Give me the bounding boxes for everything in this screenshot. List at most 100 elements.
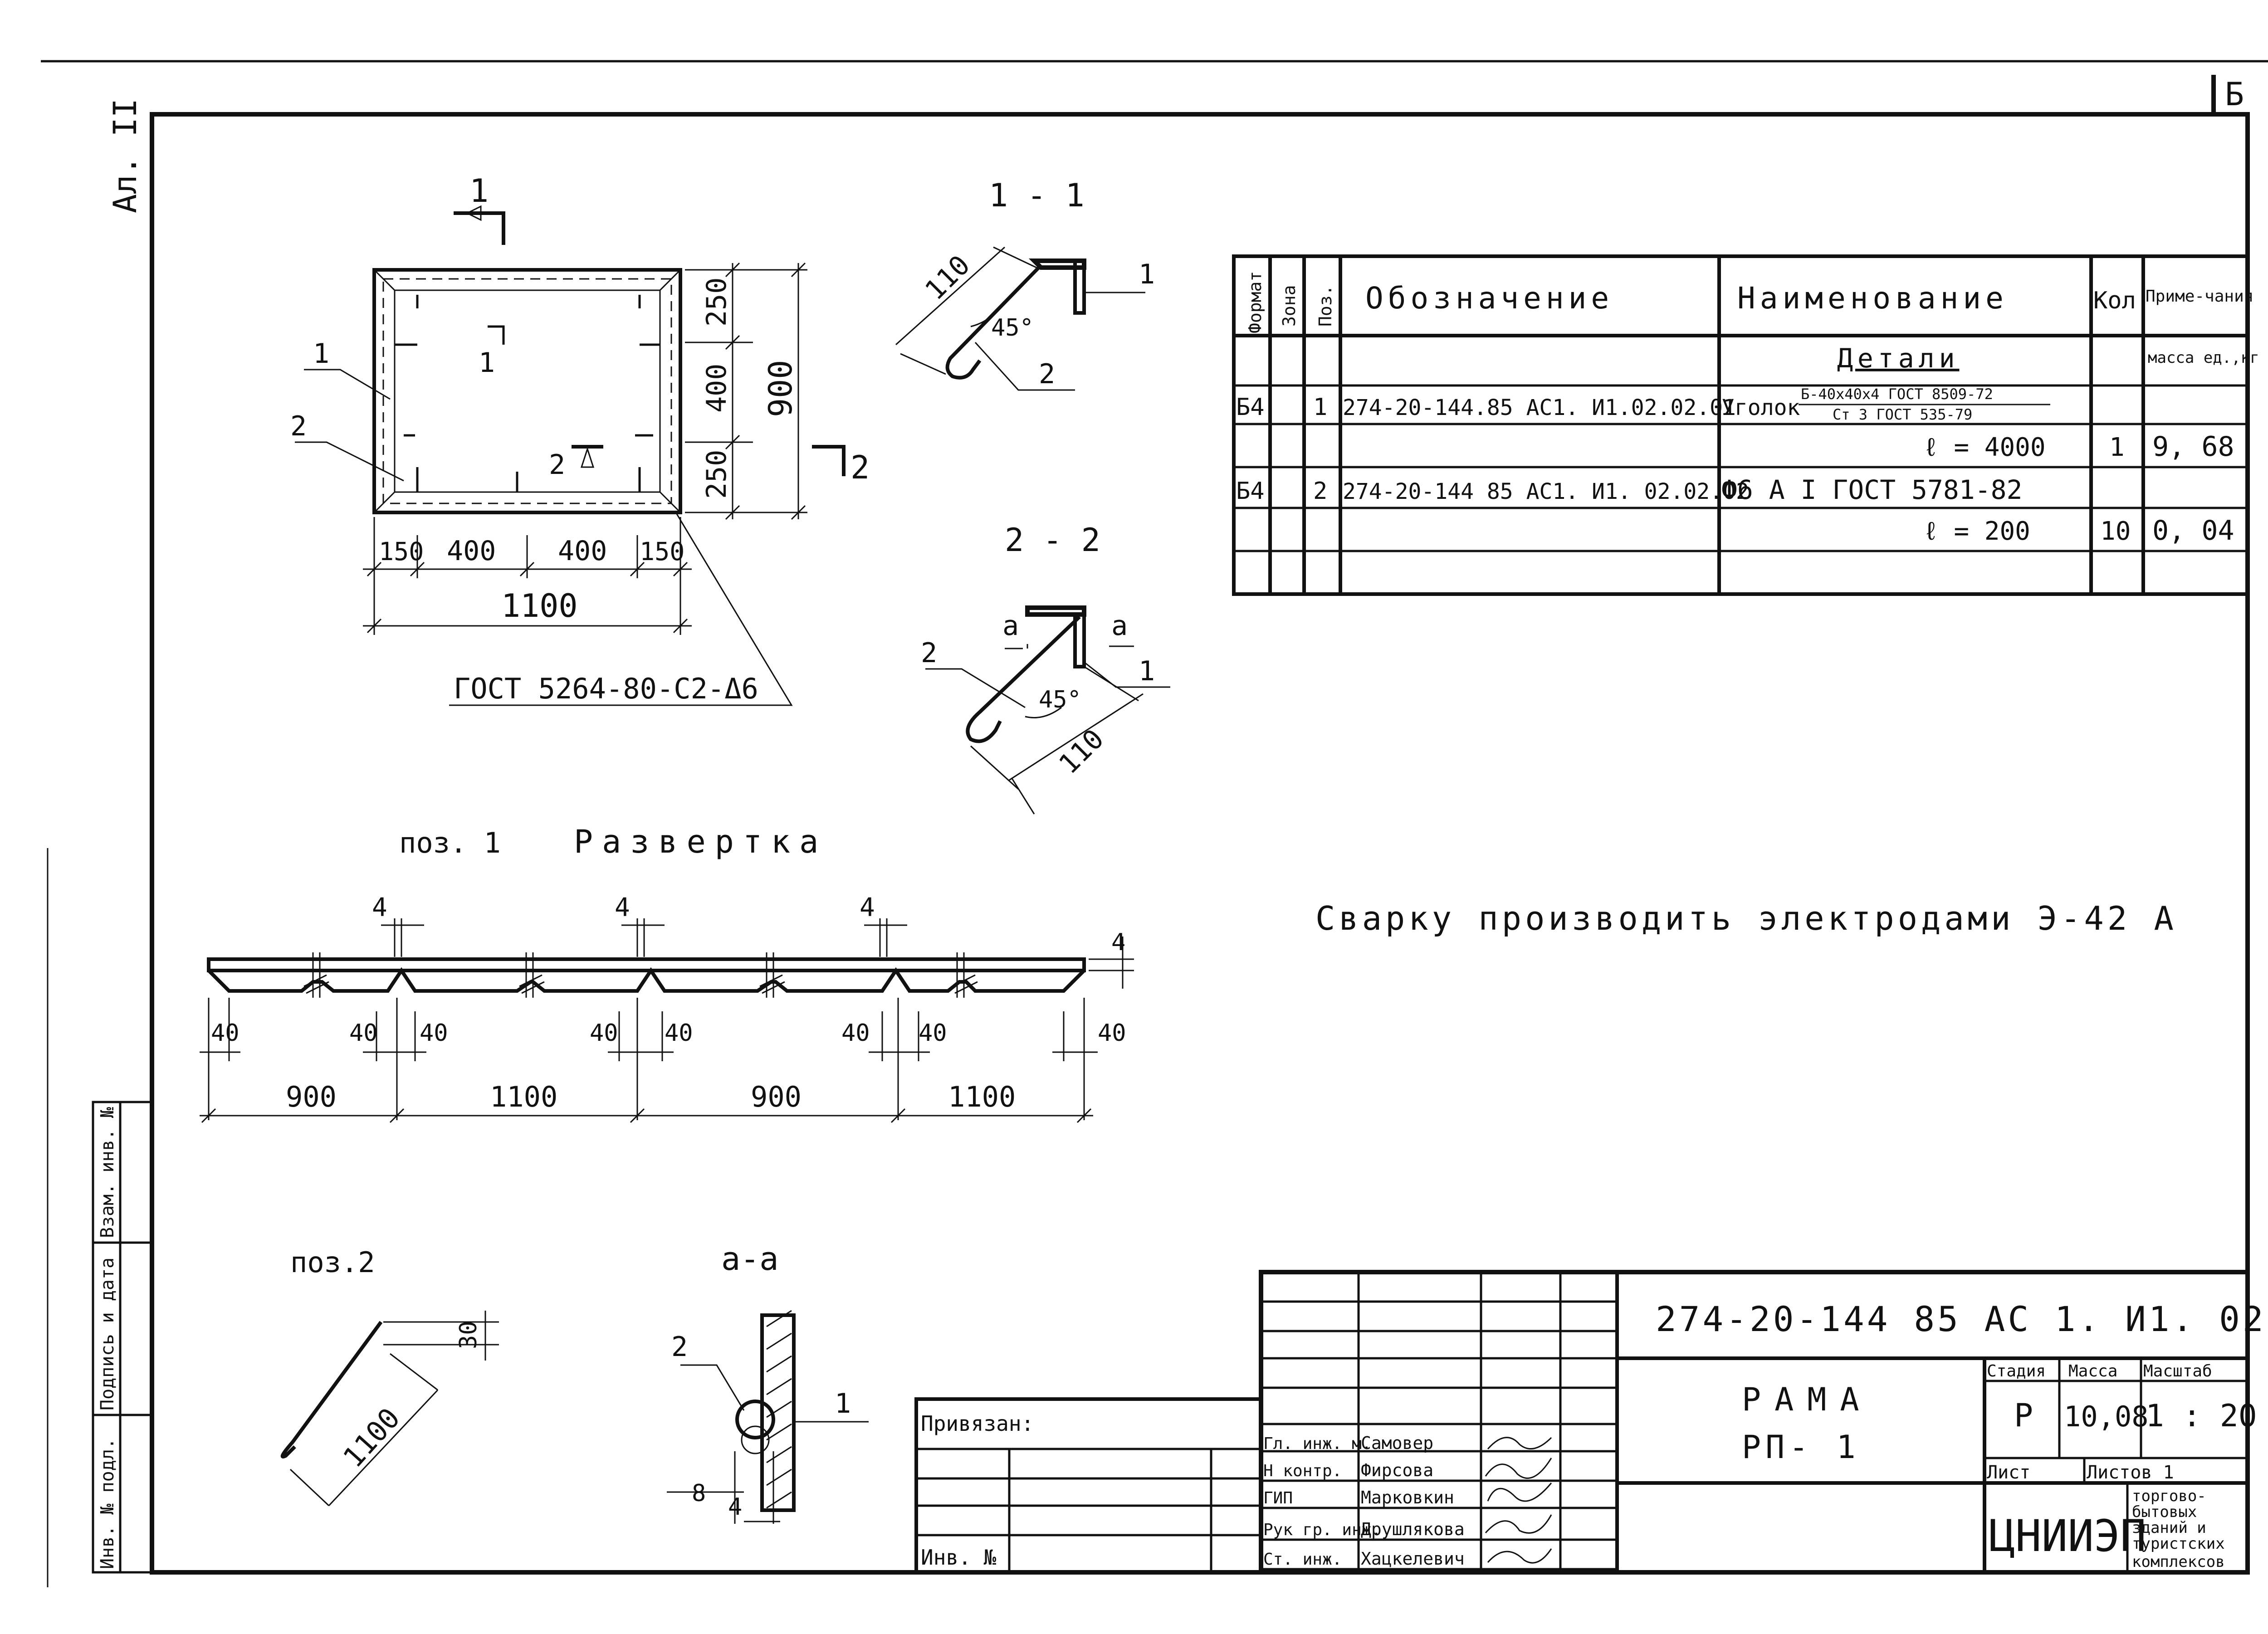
pos2-label: поз.2 — [290, 1246, 375, 1279]
development-view: поз. 1 Развертка 4 4 4 4 40 40 40 40 40 … — [200, 823, 1134, 1123]
object-name-line2: РП- 1 — [1742, 1429, 1860, 1466]
strip-label-inv-podl: Инв. № подл. — [97, 1438, 118, 1569]
role-4: Ст. инж. — [1263, 1550, 1342, 1569]
spec-header-format: Формат — [1245, 271, 1265, 333]
small-dim-40-f: 40 — [841, 1019, 870, 1047]
spec-header-qty: Кол. — [2093, 287, 2150, 314]
name-4: Хацкелевич — [1361, 1549, 1465, 1569]
name-1: Фирсова — [1361, 1460, 1433, 1480]
name-2: Марковкин — [1361, 1488, 1454, 1507]
mass-value: 10,08 — [2064, 1400, 2149, 1433]
section-1-1-angle: 45° — [991, 314, 1034, 341]
small-dim-40-g: 40 — [919, 1019, 947, 1047]
left-strip-stamp: Инв. № подл. Подпись и дата Взам. инв. № — [92, 1101, 153, 1574]
pos2-dim-hook: 30 — [455, 1321, 482, 1349]
spec-table: Формат Зона Поз. Обозначение Наименовани… — [1232, 254, 2259, 596]
section-mark-2-right: 2 — [850, 449, 870, 486]
org-sub-2: зданий и — [2132, 1519, 2206, 1537]
spec-r1-format: Б4 — [1236, 394, 1265, 421]
spec-r1-pos: 1 — [1313, 394, 1327, 421]
section-a-a-leader-1: 1 — [835, 1388, 851, 1419]
section-2-2-cut-a-left: а — [1002, 610, 1019, 642]
dim-total-height: 900 — [762, 360, 799, 417]
frame-view: 1 1 2 2 1 2 250 400 250 900 150 400 — [290, 172, 870, 706]
stage-value: Р — [2014, 1397, 2033, 1434]
privyazan-label: Привязан: — [921, 1411, 1034, 1436]
spec-header-name: Наименование — [1737, 281, 2008, 316]
pos2-dim-length: 1100 — [337, 1401, 406, 1474]
org-sub-4: комплексов — [2132, 1553, 2225, 1571]
welding-note: Сварку производить электродами Э-42 А — [1315, 899, 2177, 937]
pos2-view: поз.2 1100 30 — [280, 1246, 499, 1507]
name-0: Самовер — [1361, 1433, 1433, 1453]
mass-header: Масса — [2068, 1362, 2117, 1380]
small-dim-40-e: 40 — [665, 1019, 693, 1047]
section-1-1-leader-1: 1 — [1139, 259, 1155, 290]
section-mark-1-mid: 1 — [479, 347, 495, 379]
dim-total-width: 1100 — [501, 587, 578, 624]
section-a-a: а-а 2 1 8 4 — [667, 1240, 869, 1524]
spec-header-zone: Зона — [1279, 285, 1299, 327]
spec-r3-format: Б4 — [1236, 478, 1265, 505]
spec-r3-pos: 2 — [1313, 478, 1327, 505]
role-0: Гл. инж. м. — [1263, 1434, 1371, 1453]
section-1-1-title: 1 - 1 — [989, 177, 1085, 214]
spec-r1-designation: 274-20-144.85 АС1. И1.02.02.01 — [1343, 395, 1736, 420]
doc-code: 274-20-144 85 АС 1. И1. 02. 02 — [1656, 1299, 2268, 1339]
spec-r3-name: Ф6 А I ГОСТ 5781-82 — [1721, 474, 2022, 505]
development-title: Развертка — [574, 823, 827, 860]
gost-weld-note: ГОСТ 5264-80-С2-Δ6 — [454, 672, 758, 705]
frame-leader-2: 2 — [290, 410, 307, 442]
spec-r3-designation: 274-20-144 85 АС1. И1. 02.02.02 — [1343, 479, 1749, 504]
section-1-1-dim: 110 — [919, 249, 976, 306]
spec-r2-qty: 1 — [2109, 433, 2125, 462]
section-2-2-dim: 110 — [1053, 723, 1110, 780]
title-block: Привязан: Инв. № Гл. инж. м. Н контр. ГИ… — [914, 1270, 2268, 1575]
section-2-2: 2 - 2 а а 2 1 45° 110 — [921, 522, 1170, 815]
signature-scribble — [1485, 1437, 1552, 1564]
frame-leader-1: 1 — [313, 338, 329, 370]
section-2-2-title: 2 - 2 — [1005, 522, 1100, 559]
thickness-dim: 4 — [1111, 929, 1125, 956]
spec-header-pos: Поз. — [1315, 285, 1335, 327]
scale-header: Масштаб — [2143, 1362, 2212, 1380]
sheet-label: Лист — [1987, 1462, 2030, 1483]
dim-bottom-150-left: 150 — [379, 537, 424, 566]
section-2-2-cut-a-right: а — [1111, 610, 1128, 642]
small-dim-40-h: 40 — [1098, 1019, 1126, 1047]
section-mark-2-bottom: 2 — [549, 449, 565, 481]
section-a-a-dim-8: 8 — [692, 1480, 706, 1507]
dim-bottom-400-left: 400 — [447, 535, 496, 567]
spec-r1-name: Уголок — [1721, 395, 1800, 420]
org-sub-3: туристских — [2132, 1535, 2225, 1553]
section-2-2-angle: 45° — [1039, 686, 1081, 713]
name-3: Друшлякова — [1361, 1519, 1465, 1539]
org-sub-0: торгово- — [2132, 1487, 2206, 1505]
spec-r4-qty: 10 — [2100, 517, 2131, 546]
section-a-a-dim-4: 4 — [728, 1493, 742, 1521]
section-2-2-leader-2: 2 — [921, 637, 937, 669]
role-1: Н контр. — [1263, 1462, 1342, 1480]
development-pos-label: поз. 1 — [399, 826, 501, 859]
segment-dim-900-b: 900 — [751, 1080, 802, 1113]
dim-bottom-150-right: 150 — [640, 537, 684, 566]
section-2-2-leader-1: 1 — [1139, 655, 1155, 687]
segment-dim-900-a: 900 — [286, 1080, 337, 1113]
org-sub-1: бытовых — [2132, 1503, 2197, 1521]
gap-dim-2: 4 — [615, 893, 630, 922]
section-a-a-title: а-а — [721, 1240, 778, 1278]
scale-value: 1 : 20 — [2146, 1398, 2257, 1434]
spec-r1-name-fraction-bottom: Ст 3 ГОСТ 535-79 — [1833, 406, 1972, 423]
section-a-a-leader-2: 2 — [671, 1331, 688, 1363]
spec-r2-name: ℓ = 4000 — [1923, 433, 2046, 462]
corner-mark: Б — [2225, 76, 2244, 113]
role-2: ГИП — [1263, 1489, 1293, 1507]
dim-right-400: 400 — [701, 364, 733, 413]
dim-right-250-top: 250 — [701, 278, 733, 327]
spec-mass-header: масса ед.,кг — [2148, 349, 2259, 367]
sheets-label: Листов 1 — [2087, 1462, 2174, 1483]
segment-dim-1100-b: 1100 — [948, 1080, 1016, 1113]
small-dim-40-c: 40 — [420, 1019, 448, 1047]
inv-no-label: Инв. № — [921, 1545, 996, 1570]
